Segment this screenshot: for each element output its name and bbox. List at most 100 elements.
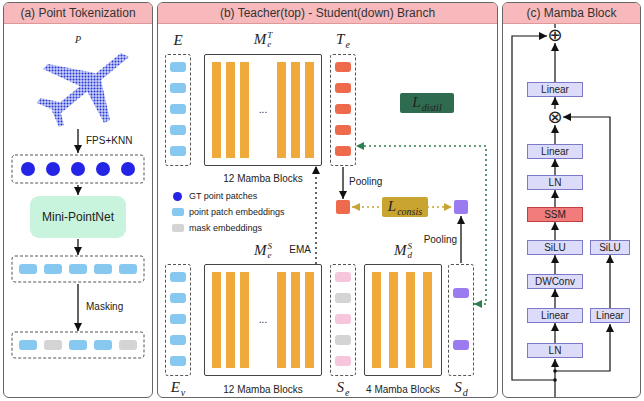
flow-arrow-part xyxy=(460,216,461,263)
panel-title: (a) Point Tokenization xyxy=(4,3,152,24)
token-marks-part xyxy=(305,62,314,158)
token-marks-part xyxy=(277,62,286,158)
ssm-box: SSM xyxy=(527,207,583,222)
panel-title: (c) Mamba Block xyxy=(503,3,640,24)
symbol: E xyxy=(171,379,180,395)
box-label: Linear xyxy=(541,84,569,95)
layer-box: Linear xyxy=(527,144,583,159)
token-marks-part xyxy=(170,62,186,72)
token-marks-part xyxy=(119,340,137,350)
step-label: Pooling xyxy=(349,177,382,187)
subscript: d xyxy=(408,251,413,260)
symbol-label: 4 Mamba Blocks xyxy=(366,380,440,396)
loss-box: Ldistil xyxy=(400,93,454,113)
token-row-part xyxy=(12,332,144,358)
legend-swatch xyxy=(172,208,184,216)
layer-box: LN xyxy=(527,175,583,190)
layer-box: SiLU xyxy=(527,240,583,255)
airplane-illustration-part xyxy=(52,53,129,113)
subscript: distil xyxy=(422,102,442,113)
ellipsis: ... xyxy=(259,105,267,115)
symbol: M xyxy=(254,31,267,47)
legend-row: mask embeddings xyxy=(172,220,285,236)
symbol-label: Sd xyxy=(454,379,468,398)
point-cloud-symbol: P xyxy=(75,35,81,45)
box-label: SiLU xyxy=(599,242,621,253)
multiply-symbol: ⊗ xyxy=(547,109,563,125)
embedding-column: Sd xyxy=(448,264,474,376)
script-stack: Se xyxy=(268,242,273,260)
token-marks-part xyxy=(305,272,314,368)
connector xyxy=(554,255,555,274)
airplane-illustration-part xyxy=(43,64,95,88)
token-marks-part xyxy=(170,356,186,366)
symbol-label: Se xyxy=(337,379,350,398)
symbol: M xyxy=(394,242,407,258)
subscript: d xyxy=(463,387,468,398)
junction xyxy=(553,378,557,382)
legend-text: mask embeddings xyxy=(189,223,262,233)
connector xyxy=(315,166,316,264)
token-marks-part xyxy=(170,314,186,324)
token-marks-part xyxy=(240,62,249,158)
symbol: S xyxy=(337,379,345,395)
legend-text: point patch embeddings xyxy=(189,207,285,217)
token-marks-part xyxy=(44,264,62,274)
symbol-label: Lconsis xyxy=(388,198,422,217)
token-marks-part xyxy=(19,264,37,274)
panel: (c) Mamba Block⊕Linear⊗LinearLNSSMSiLUSi… xyxy=(502,2,641,398)
flow-arrow-part xyxy=(77,239,78,255)
legend: GT point patches point patch embeddings ma… xyxy=(172,188,285,236)
token-row-part xyxy=(12,155,144,183)
legend-text: GT point patches xyxy=(189,191,257,201)
loss-box: Lconsis xyxy=(382,197,428,217)
token-marks-part xyxy=(335,272,351,282)
step-label: Masking xyxy=(86,302,123,312)
token-marks-part xyxy=(44,340,62,350)
subscript: e xyxy=(267,40,272,49)
box-label: Linear xyxy=(541,146,569,157)
token-marks-part xyxy=(240,272,249,368)
symbol-label: Te xyxy=(336,31,350,50)
script-stack: Sd xyxy=(408,242,413,260)
superscript: S xyxy=(268,242,273,251)
token-marks xyxy=(19,62,469,368)
legend-swatch xyxy=(173,192,182,201)
embedding-column: Te xyxy=(330,54,356,166)
box-label: Mini-PointNet xyxy=(42,210,114,224)
token-marks-part xyxy=(170,125,186,135)
layer-box: Linear xyxy=(527,308,583,323)
box-label: Linear xyxy=(541,310,569,321)
layer-box: SiLU xyxy=(590,240,630,255)
symbol-label: MSe xyxy=(254,242,272,260)
token-marks-part xyxy=(170,83,186,93)
pooled-student xyxy=(454,200,468,214)
token-marks-part xyxy=(94,264,112,274)
airplane-illustration xyxy=(37,53,129,127)
token-marks-part xyxy=(212,272,221,368)
flow-arrow-part xyxy=(77,284,78,331)
token-marks-part xyxy=(96,162,110,176)
token-marks-part xyxy=(335,356,351,366)
token-marks-part xyxy=(226,272,235,368)
subscript: e xyxy=(268,251,273,260)
token-marks-part xyxy=(335,62,351,72)
symbol: L xyxy=(388,198,396,214)
token-marks-part xyxy=(69,264,87,274)
token-marks-part xyxy=(335,335,351,345)
edge-label: EMA xyxy=(289,245,311,255)
step-label: Pooling xyxy=(424,235,457,245)
token-marks-part xyxy=(335,83,351,93)
superscript: T xyxy=(267,31,272,40)
token-marks-part xyxy=(335,125,351,135)
ellipsis: ... xyxy=(259,315,267,325)
block-count: 12 Mamba Blocks xyxy=(223,173,302,184)
token-marks-part xyxy=(277,272,286,368)
flow-arrow-part xyxy=(77,185,78,195)
symbol: E xyxy=(173,32,182,48)
connector xyxy=(554,323,555,343)
token-marks-part xyxy=(226,62,235,158)
token-marks-part xyxy=(21,162,35,176)
box-label: LN xyxy=(549,177,562,188)
